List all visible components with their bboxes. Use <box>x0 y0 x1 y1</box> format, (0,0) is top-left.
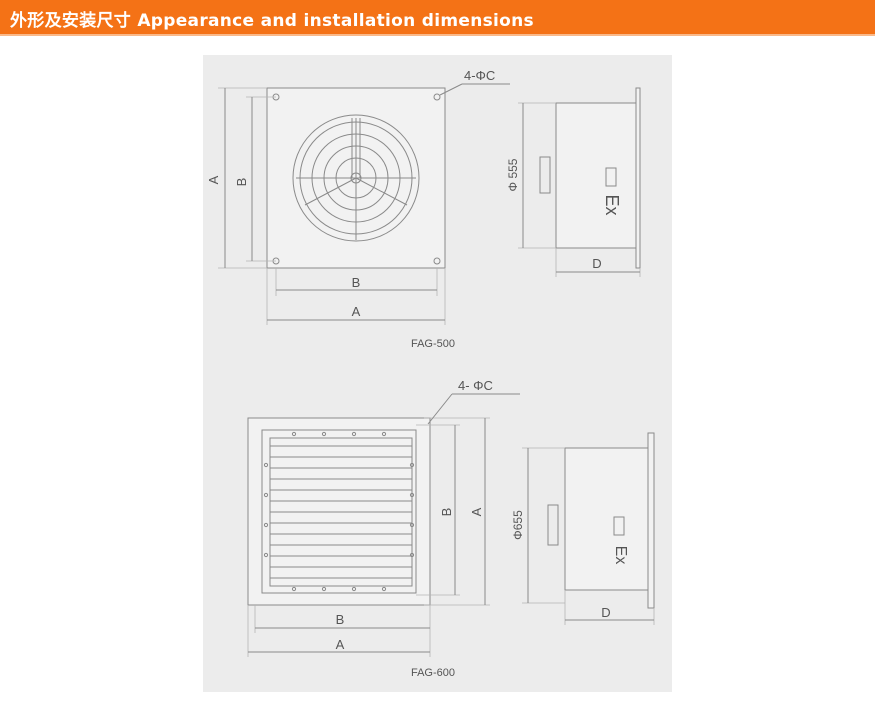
bolt-hole <box>381 431 387 437</box>
fag500-ex-mark: Ex <box>602 194 622 215</box>
fag500-depth-label: D <box>592 256 601 271</box>
bolt-hole <box>409 492 415 498</box>
bolt-hole <box>263 462 269 468</box>
fag500-model-label: FAG-500 <box>411 338 455 350</box>
section-header: 外形及安装尺寸 Appearance and installation dime… <box>0 0 875 36</box>
fag500-dim-b-horizontal: B <box>352 275 361 290</box>
fag500-dim-b-vertical: B <box>234 178 249 187</box>
bolt-hole <box>351 586 357 592</box>
bolt-hole <box>263 492 269 498</box>
fag600-dim-a-horizontal: A <box>336 637 345 652</box>
fag600-dim-a-vertical: A <box>469 507 484 516</box>
fag600-dim-b-horizontal: B <box>336 612 345 627</box>
section-title: 外形及安装尺寸 Appearance and installation dime… <box>10 11 534 31</box>
bolt-hole <box>409 462 415 468</box>
bolt-hole <box>263 552 269 558</box>
bolt-hole <box>321 431 327 437</box>
bolt-hole <box>381 586 387 592</box>
bolt-hole <box>291 431 297 437</box>
bolt-hole <box>291 586 297 592</box>
fag500-dim-a-vertical: A <box>206 175 221 184</box>
fag600-ex-mark: Ex <box>612 546 629 565</box>
fag500-dim-a-horizontal: A <box>352 304 361 319</box>
bolt-hole <box>351 431 357 437</box>
fag600-dim-b-vertical: B <box>439 508 454 517</box>
fag500-holes-label: 4-ΦC <box>464 68 495 83</box>
fag600-side-view <box>522 432 655 625</box>
bolt-hole <box>263 522 269 528</box>
fag500-side-view <box>518 87 641 277</box>
fag600-front-view <box>247 393 520 657</box>
fag600-depth-label: D <box>601 605 610 620</box>
fag600-diameter-label: Φ655 <box>511 510 525 540</box>
fag500-diameter-label: Φ 555 <box>506 158 520 191</box>
fag500-front-view <box>218 83 510 325</box>
bolt-hole <box>409 522 415 528</box>
bolt-hole <box>321 586 327 592</box>
bolt-hole <box>409 552 415 558</box>
fag600-model-label: FAG-600 <box>411 667 455 679</box>
fag600-holes-label: 4- ΦC <box>458 378 493 393</box>
